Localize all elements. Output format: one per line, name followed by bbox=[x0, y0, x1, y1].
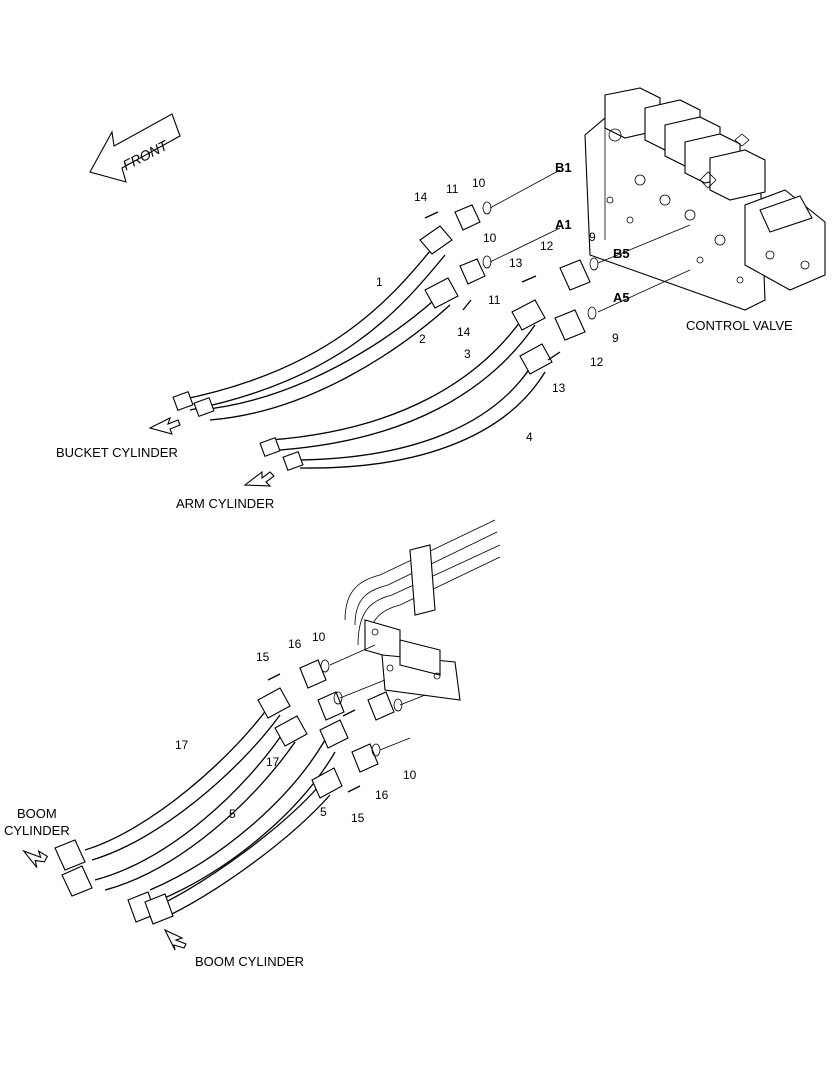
port-b1-label: B1 bbox=[555, 160, 572, 175]
callout-16: 16 bbox=[375, 788, 389, 802]
boom-cylinder-bottom-label: BOOM CYLINDER bbox=[195, 954, 304, 969]
control-valve bbox=[584, 87, 826, 311]
port-b5-label: B5 bbox=[613, 246, 630, 261]
callout-5: 5 bbox=[320, 805, 327, 819]
port-a5-label: A5 bbox=[613, 290, 630, 305]
callout-2: 2 bbox=[419, 332, 426, 346]
lower-arrows bbox=[22, 849, 187, 951]
callout-15: 15 bbox=[351, 811, 365, 825]
boom-cylinder-left-label-line2: CYLINDER bbox=[4, 823, 70, 838]
callout-15: 15 bbox=[256, 650, 270, 664]
callout-10: 10 bbox=[472, 176, 486, 190]
callout-12: 12 bbox=[590, 355, 604, 369]
callout-3: 3 bbox=[464, 347, 471, 361]
lower-fittings bbox=[267, 659, 403, 793]
bucket-cylinder-label: BUCKET CYLINDER bbox=[56, 445, 178, 460]
port-a1-label: A1 bbox=[555, 217, 572, 232]
callout-5: 5 bbox=[229, 807, 236, 821]
upper-arrows bbox=[148, 416, 275, 487]
callout-1: 1 bbox=[376, 275, 383, 289]
upper-hoses bbox=[172, 225, 553, 472]
callout-17: 17 bbox=[175, 738, 189, 752]
callout-10: 10 bbox=[312, 630, 326, 644]
lower-leader-lines bbox=[329, 644, 426, 751]
callout-10: 10 bbox=[403, 768, 417, 782]
callout-11: 11 bbox=[488, 293, 501, 307]
lower-pipe-assembly bbox=[344, 519, 501, 701]
callout-14: 14 bbox=[414, 190, 428, 204]
callout-10: 10 bbox=[483, 231, 497, 245]
boom-cylinder-left-label-line1: BOOM bbox=[17, 806, 57, 821]
callout-13: 13 bbox=[509, 256, 523, 270]
callout-12: 12 bbox=[540, 239, 554, 253]
callout-11: 11 bbox=[446, 182, 459, 196]
arm-cylinder-label: ARM CYLINDER bbox=[176, 496, 274, 511]
callout-4: 4 bbox=[526, 430, 533, 444]
callout-13: 13 bbox=[552, 381, 566, 395]
callout-16: 16 bbox=[288, 637, 302, 651]
callout-9: 9 bbox=[612, 331, 619, 345]
callout-17: 17 bbox=[266, 755, 280, 769]
upper-leader-lines bbox=[489, 169, 691, 313]
front-arrow: FRONT bbox=[89, 113, 181, 183]
callout-9: 9 bbox=[589, 230, 596, 244]
callout-14: 14 bbox=[457, 325, 471, 339]
lower-hoses bbox=[54, 687, 349, 925]
control-valve-label: CONTROL VALVE bbox=[686, 318, 793, 333]
upper-fittings bbox=[424, 201, 599, 361]
